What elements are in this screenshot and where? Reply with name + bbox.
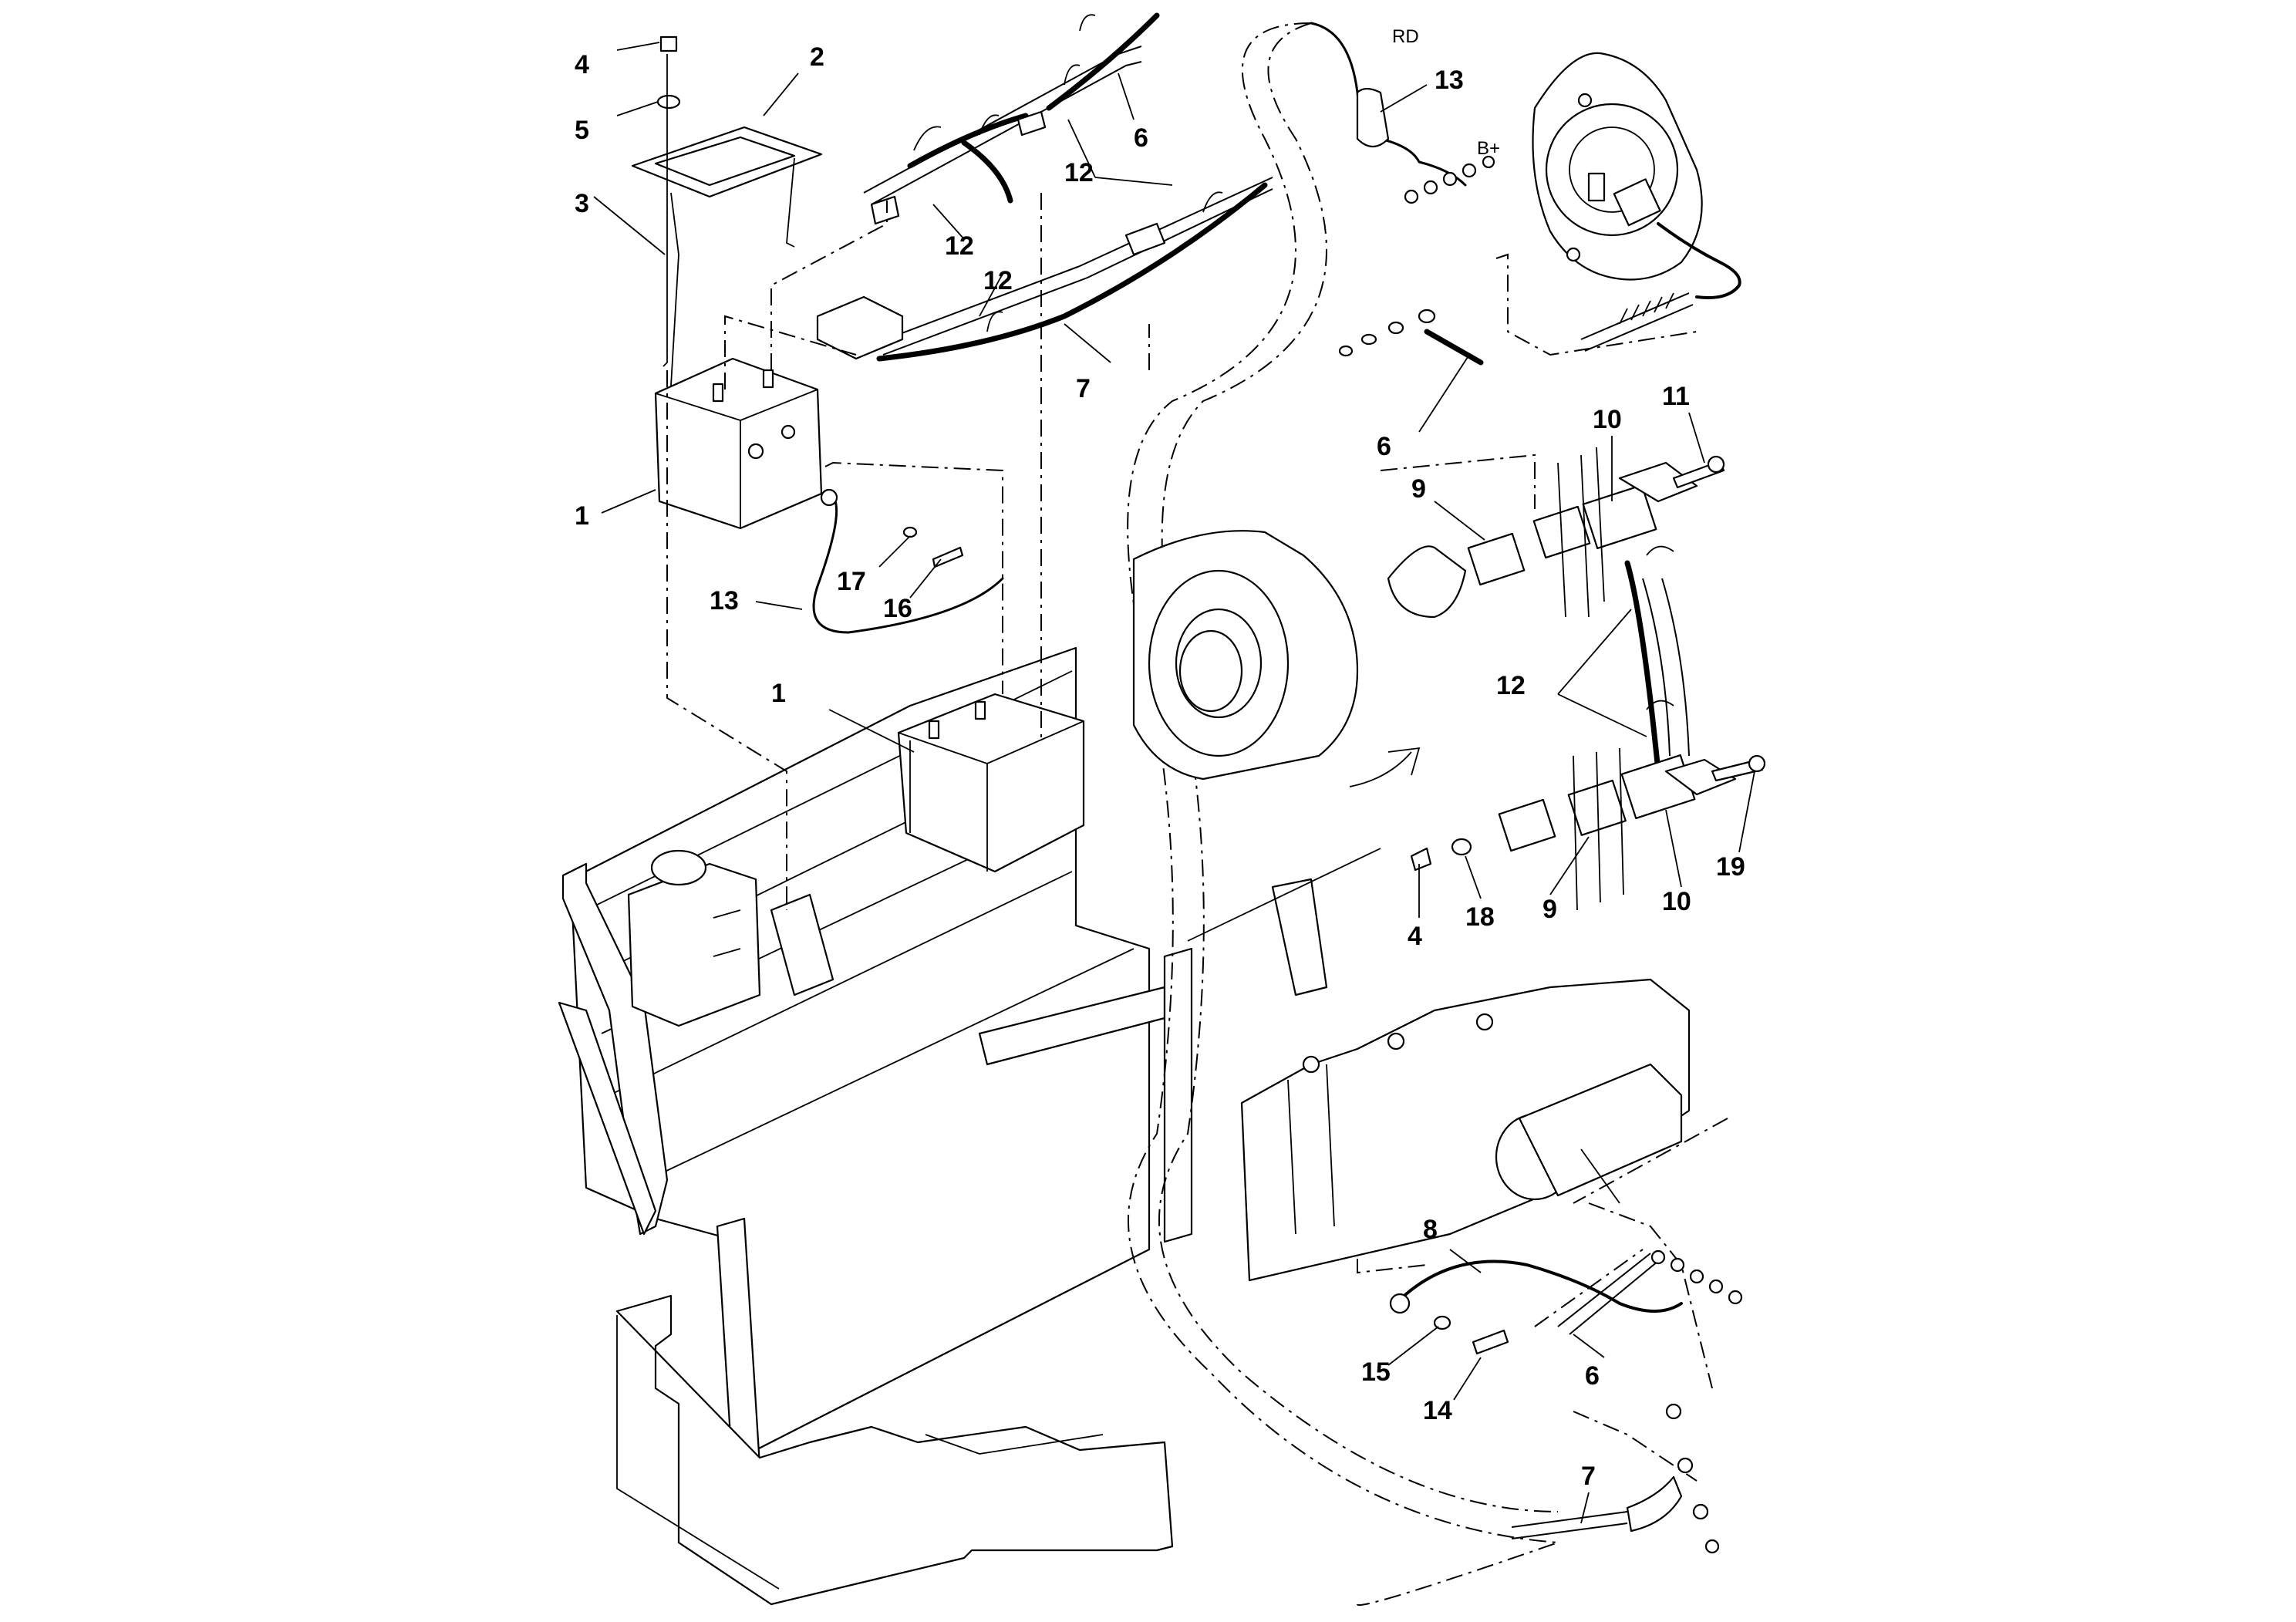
battery-lower bbox=[897, 693, 1085, 873]
callout-7: 7 bbox=[1076, 374, 1091, 403]
air-cleaner bbox=[1132, 530, 1421, 787]
callout-18: 18 bbox=[1465, 902, 1495, 932]
mount-assembly-lower bbox=[1410, 747, 1766, 911]
callout-19: 19 bbox=[1716, 852, 1745, 882]
callout-14: 14 bbox=[1423, 1396, 1452, 1425]
hold-down-rod bbox=[663, 54, 668, 367]
upper-harness bbox=[816, 12, 1273, 362]
callout-16: 16 bbox=[883, 594, 912, 623]
cable-6-end bbox=[1338, 309, 1484, 366]
alternator-cable-13 bbox=[1310, 22, 1495, 204]
callout-7: 7 bbox=[1581, 1462, 1596, 1491]
callout-9: 9 bbox=[1542, 895, 1557, 924]
callout-6: 6 bbox=[1134, 123, 1148, 153]
callout-12: 12 bbox=[983, 266, 1013, 295]
wire-color-label-rd: RD bbox=[1392, 26, 1419, 47]
callout-2: 2 bbox=[810, 42, 824, 72]
callout-17: 17 bbox=[837, 567, 866, 596]
alternator bbox=[1532, 52, 1741, 352]
ground-cable-13 bbox=[812, 492, 1004, 634]
terminal-label-b-plus: B+ bbox=[1477, 138, 1500, 159]
callout-1: 1 bbox=[771, 679, 786, 708]
callout-4: 4 bbox=[1408, 922, 1422, 951]
callout-4: 4 bbox=[575, 50, 589, 79]
nut-washer-top bbox=[656, 35, 681, 110]
callout-13: 13 bbox=[1435, 66, 1464, 95]
callout-10: 10 bbox=[1593, 405, 1622, 434]
callout-6: 6 bbox=[1377, 432, 1391, 461]
callout-10: 10 bbox=[1662, 887, 1691, 916]
battery-upper bbox=[654, 357, 823, 530]
callout-9: 9 bbox=[1411, 474, 1426, 504]
callout-8: 8 bbox=[1423, 1215, 1438, 1244]
callout-5: 5 bbox=[575, 116, 589, 145]
battery-hold-down bbox=[631, 126, 823, 386]
callout-13: 13 bbox=[710, 586, 739, 615]
engine-block-starter bbox=[1240, 978, 1691, 1282]
starter-cables bbox=[1389, 1249, 1743, 1554]
leader-lines bbox=[593, 42, 1755, 1524]
callout-numbers: 4 5 2 3 1 13 17 16 12 12 12 6 7 13 6 9 1… bbox=[575, 42, 1745, 1491]
callout-11: 11 bbox=[1662, 382, 1690, 411]
callout-1: 1 bbox=[575, 501, 589, 531]
callout-12: 12 bbox=[1496, 671, 1526, 700]
callout-12: 12 bbox=[945, 231, 974, 261]
floor-plate bbox=[615, 1294, 1174, 1606]
reservoir-tank bbox=[627, 849, 761, 1027]
callout-15: 15 bbox=[1361, 1357, 1391, 1387]
mount-assembly-upper bbox=[1387, 447, 1725, 619]
callout-6: 6 bbox=[1585, 1361, 1600, 1391]
callout-3: 3 bbox=[575, 189, 589, 218]
hose-right bbox=[1624, 545, 1690, 774]
callout-12: 12 bbox=[1064, 158, 1094, 187]
